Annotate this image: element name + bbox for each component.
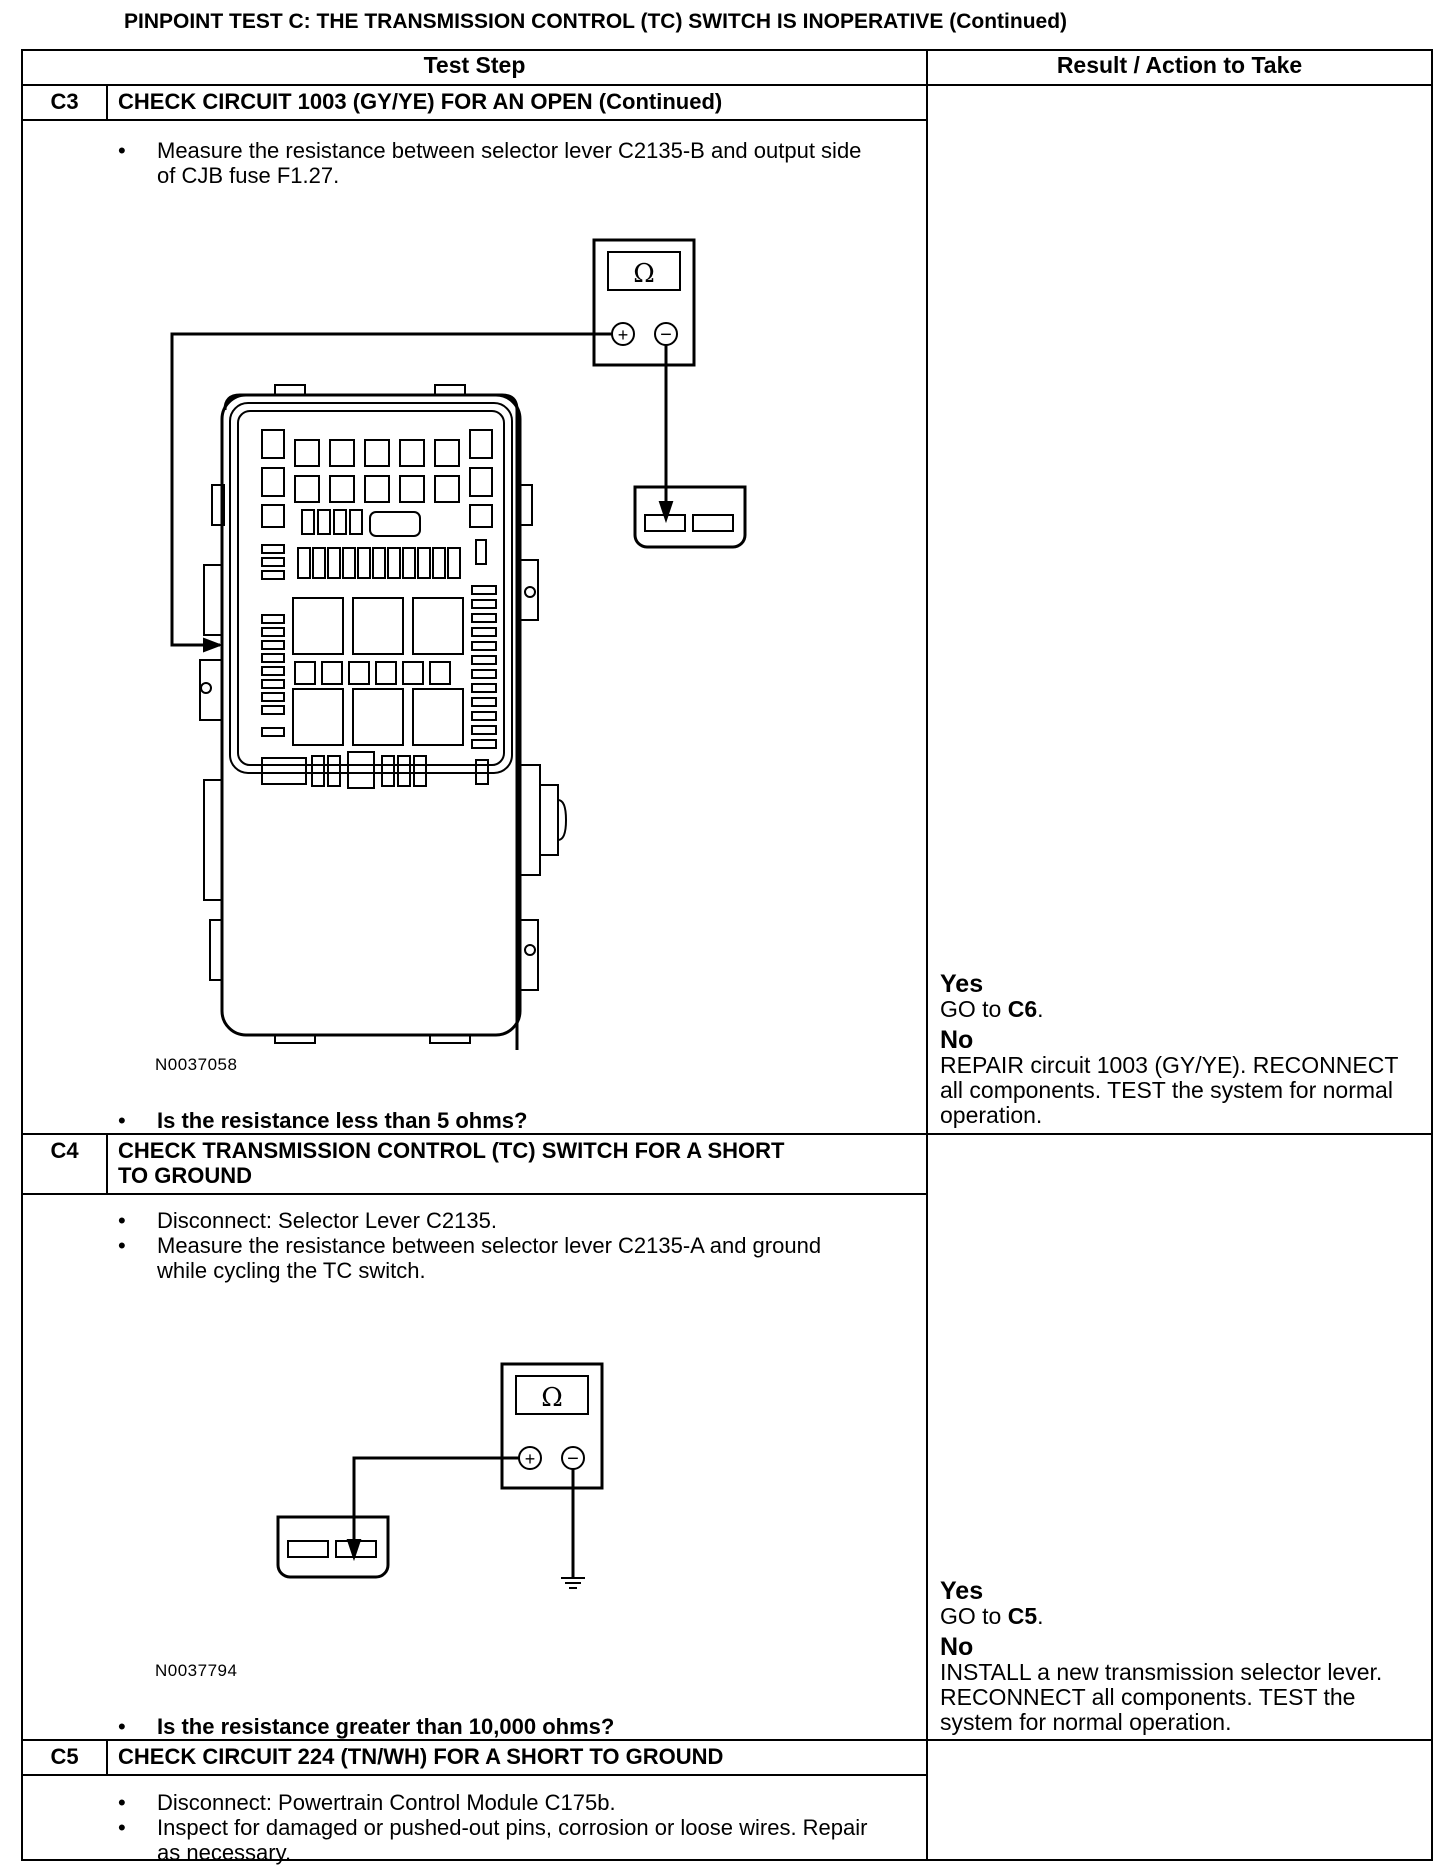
step-id-c3: C3: [50, 89, 79, 114]
page-title: PINPOINT TEST C: THE TRANSMISSION CONTRO…: [124, 10, 1068, 33]
c3-no-text: REPAIR circuit 1003 (GY/YE). RECONNECT a…: [940, 1052, 1398, 1128]
c4-ground-test-diagram: Ω + −: [276, 1362, 604, 1589]
c4-figure-id: N0037794: [155, 1661, 238, 1680]
c4-no-text: INSTALL a new transmission selector leve…: [940, 1659, 1383, 1735]
svg-text:+: +: [525, 1449, 536, 1469]
step-title-c5: CHECK CIRCUIT 224 (TN/WH) FOR A SHORT TO…: [118, 1744, 724, 1769]
c4-yes-label: Yes: [940, 1577, 984, 1605]
svg-text:−: −: [567, 1448, 579, 1470]
c3-yes-text: GO to C6.: [940, 996, 1044, 1022]
c3-result: Yes GO to C6. No REPAIR circuit 1003 (GY…: [940, 972, 1420, 1128]
c4-no-label: No: [940, 1633, 974, 1661]
svg-text:−: −: [660, 324, 672, 346]
c4-yes-text: GO to C5.: [940, 1603, 1044, 1629]
c3-no-label: No: [940, 1026, 974, 1054]
c4-result: Yes GO to C5. No INSTALL a new transmiss…: [940, 1579, 1420, 1735]
svg-text:Ω: Ω: [541, 1383, 563, 1413]
header-test-step: Test Step: [423, 52, 526, 78]
c3-yes-label: Yes: [940, 970, 984, 998]
header-result: Result / Action to Take: [1056, 52, 1303, 78]
svg-text:+: +: [618, 325, 629, 345]
c3-figure-id: N0037058: [155, 1055, 238, 1074]
c3-junction-box-diagram: Ω + −: [170, 238, 747, 1050]
step-title-c3: CHECK CIRCUIT 1003 (GY/YE) FOR AN OPEN (…: [118, 89, 723, 114]
step-id-c4: C4: [50, 1138, 79, 1163]
step-title-c4: CHECK TRANSMISSION CONTROL (TC) SWITCH F…: [118, 1138, 785, 1188]
svg-text:Ω: Ω: [633, 259, 655, 289]
step-id-c5: C5: [50, 1744, 79, 1769]
